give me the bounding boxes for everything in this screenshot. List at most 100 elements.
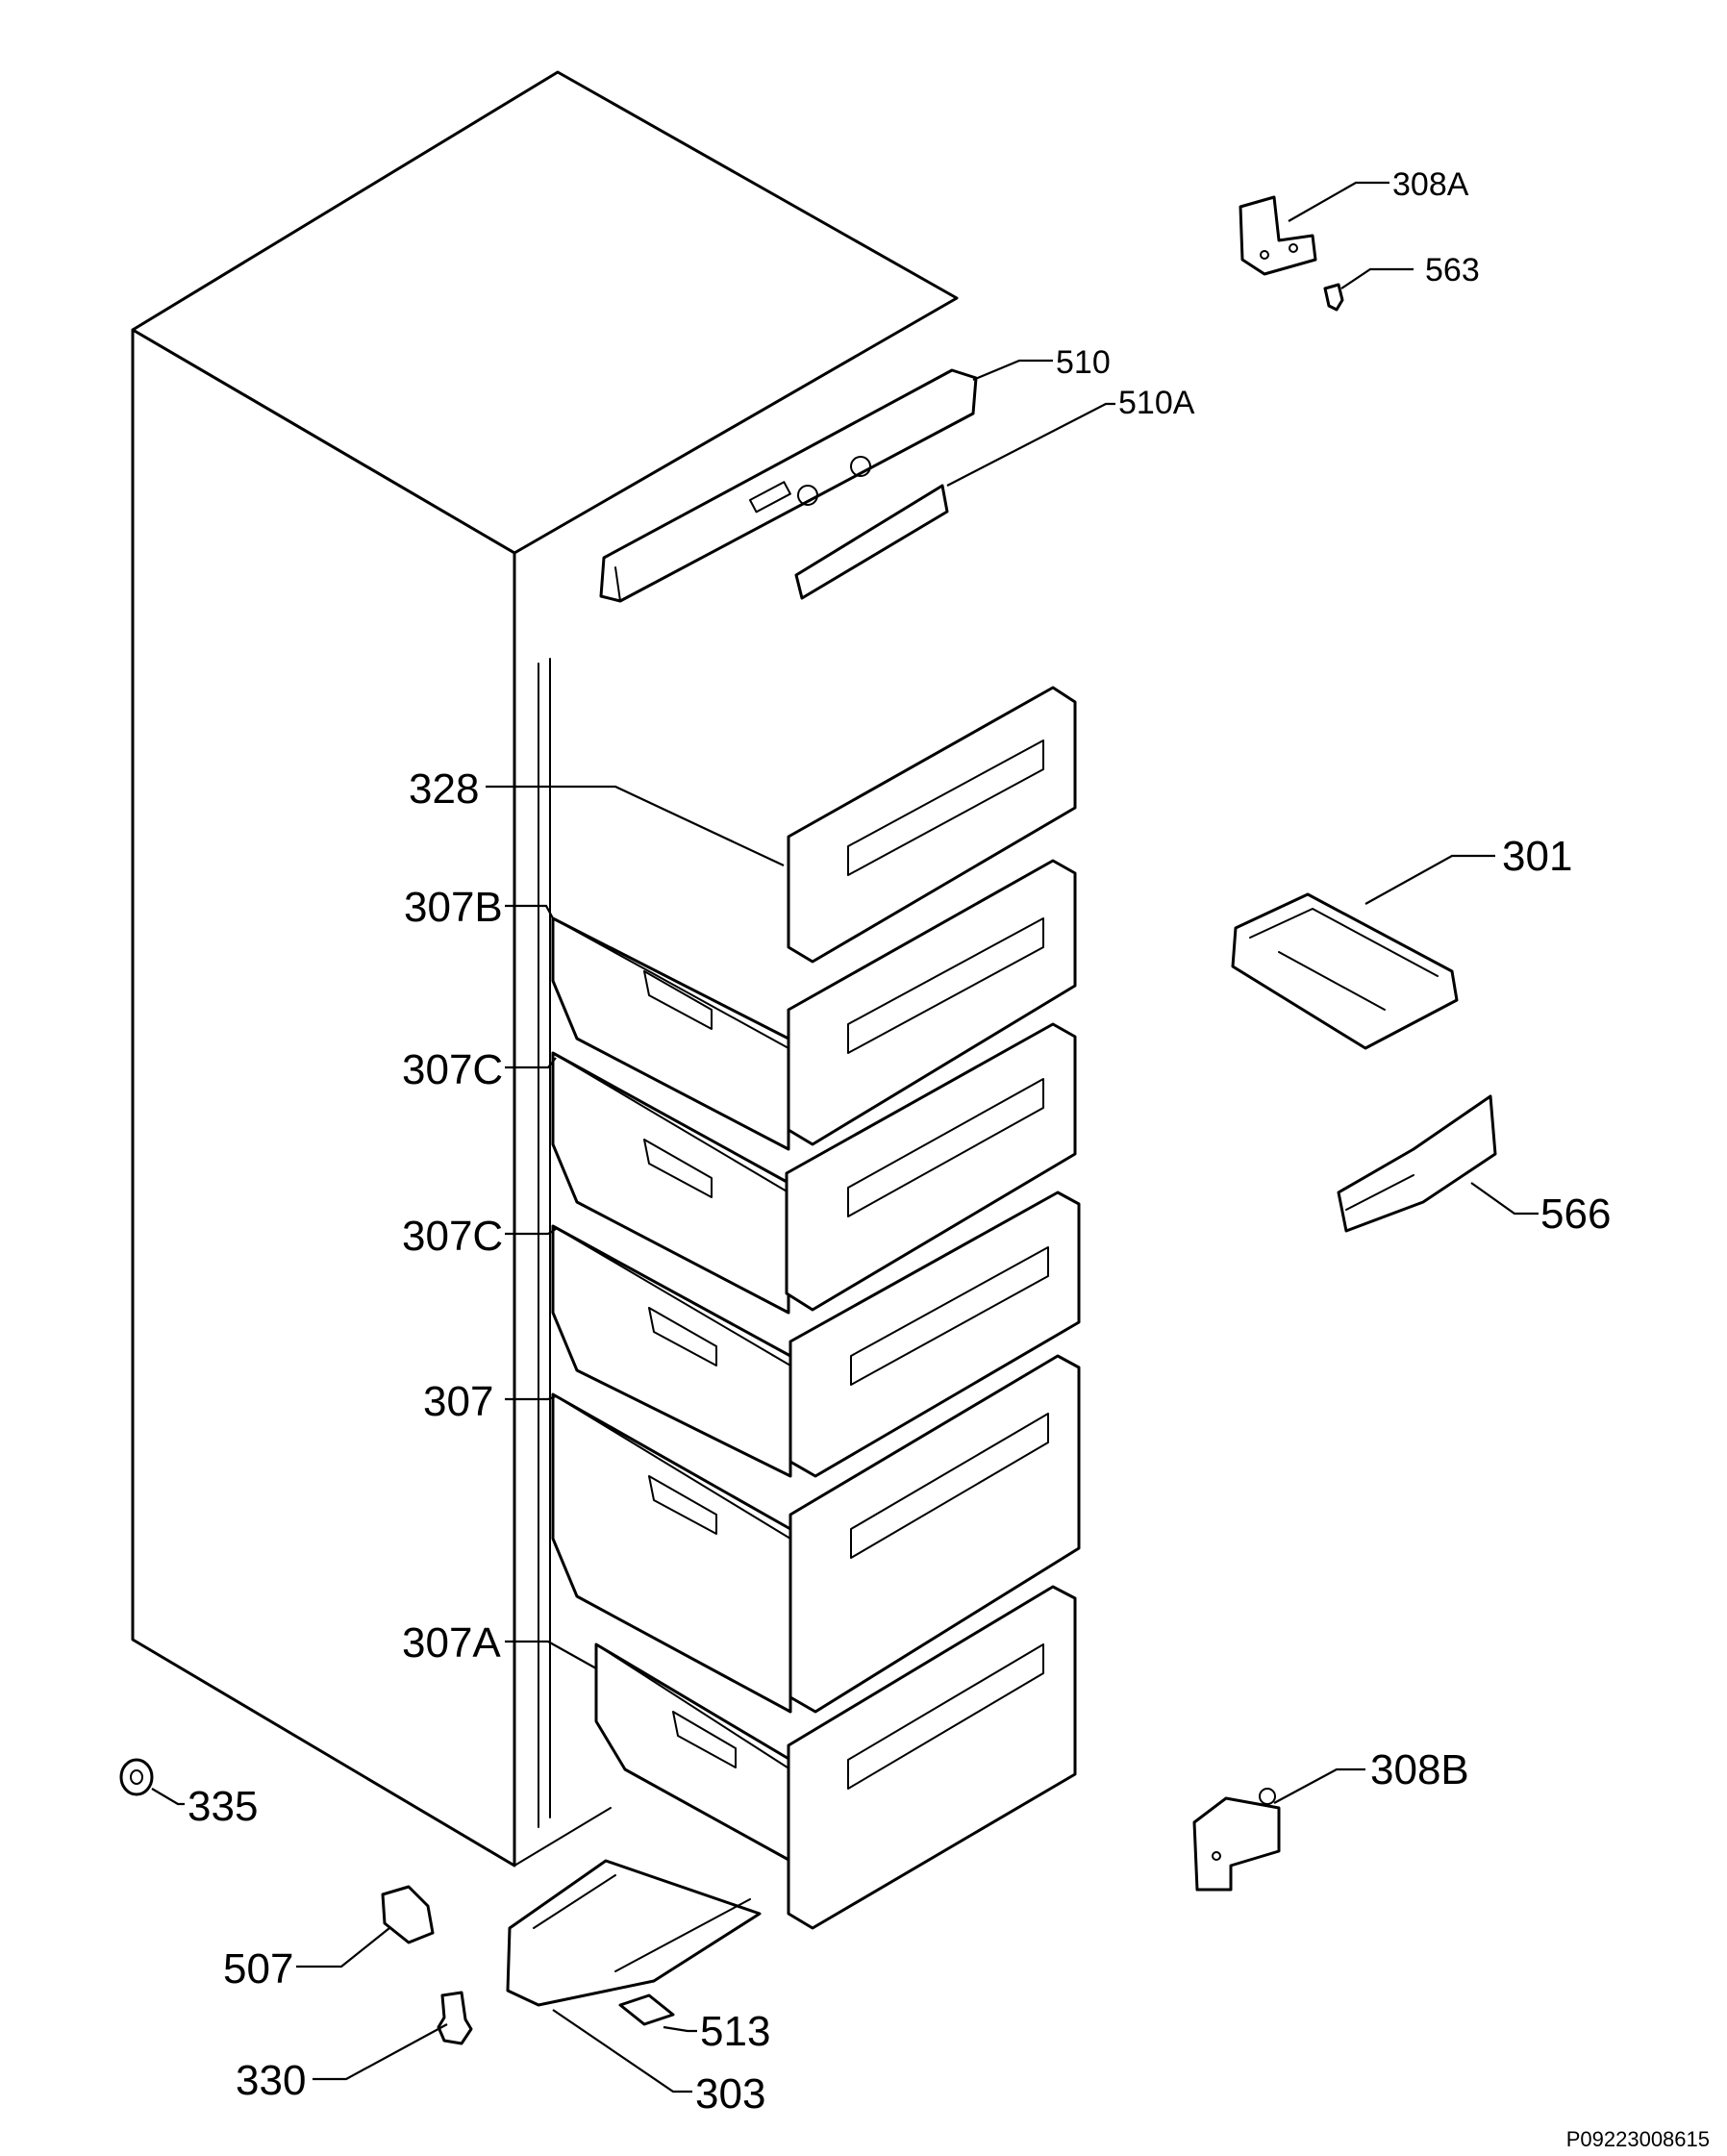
label-335: 335: [188, 1783, 258, 1830]
reference-number: P09223008615: [1566, 2127, 1710, 2151]
panel-display: [748, 481, 791, 514]
ice-scoop-566: [1337, 1094, 1497, 1233]
label-301: 301: [1502, 833, 1572, 880]
hinge-hole: [1212, 1851, 1221, 1861]
leader-303: [552, 2009, 692, 2093]
label-308b: 308B: [1370, 1746, 1469, 1793]
label-303: 303: [695, 2070, 765, 2118]
tray-303: [506, 1859, 762, 2007]
drawer-handle: [648, 1475, 717, 1535]
drawer-bin-307c: [551, 1224, 792, 1478]
drawer-handle-recess: [850, 1246, 1049, 1386]
drawer-front-307c-2: [788, 1191, 1081, 1478]
drawer-rim: [595, 1643, 791, 1770]
ice-tray-divider: [1278, 951, 1386, 1011]
cabinet: [131, 70, 959, 1868]
cap-335: [119, 1758, 154, 1796]
label-513: 513: [700, 2008, 770, 2055]
label-308a: 308A: [1392, 166, 1469, 203]
cap: [119, 1758, 154, 1796]
drawer-rim: [552, 1052, 789, 1193]
hinge-hole: [1289, 243, 1298, 253]
panel-edge: [614, 566, 621, 602]
leader-307a: [505, 1640, 597, 1669]
screw: [1323, 283, 1344, 312]
leader-513: [663, 2025, 697, 2033]
drawer-307c-1: [551, 1022, 1077, 1315]
drawer-handle: [648, 1307, 717, 1366]
drawer-307: [551, 1354, 1081, 1714]
ice-tray-rim: [1249, 908, 1439, 977]
tray-edge: [614, 1898, 751, 1972]
hinge-plate: [1239, 195, 1317, 276]
leader-301: [1364, 854, 1495, 905]
hinge-308b: [1192, 1788, 1281, 1892]
drawer-handle-recess: [847, 917, 1044, 1054]
drawer-front-307b: [787, 859, 1077, 1146]
label-307b: 307B: [404, 884, 503, 931]
hinge-plate-b: [1192, 1796, 1281, 1892]
tray-edge: [533, 1874, 616, 1929]
label-307c-1: 307C: [402, 1046, 503, 1093]
ice-tray: [1231, 892, 1459, 1050]
label-307c-2: 307C: [402, 1213, 503, 1260]
drawer-handle-recess: [850, 1413, 1049, 1559]
panel-cover-510a: [794, 484, 949, 600]
control-panel-housing: [599, 368, 978, 603]
leader-566: [1470, 1182, 1539, 1216]
drawer-rim: [552, 1393, 791, 1540]
label-307a: 307A: [402, 1619, 501, 1667]
drawer-top-328-front: [787, 686, 1077, 964]
leader-330: [313, 2023, 448, 2081]
label-566: 566: [1540, 1191, 1611, 1238]
leader-335: [151, 1788, 185, 1806]
bottom-tray-303: [506, 1859, 762, 2007]
slider-513: [618, 1993, 675, 2026]
drawer-rim: [552, 917, 789, 1049]
drawer-front-307c: [785, 1022, 1077, 1312]
leader-lines: [151, 181, 1539, 2093]
drawer-bin-307a: [594, 1642, 792, 1863]
label-563: 563: [1425, 252, 1480, 288]
leader-563: [1340, 267, 1414, 289]
drawer-bin-307: [551, 1392, 792, 1714]
drawer-307c-2: [551, 1191, 1081, 1478]
cabinet-bottom-edge: [513, 1807, 612, 1867]
clip-507: [381, 1885, 435, 1944]
leader-507: [296, 1927, 390, 1968]
drawer-front-307: [788, 1354, 1081, 1714]
leader-510: [972, 359, 1053, 382]
hinge-hole: [1260, 250, 1269, 260]
label-510: 510: [1056, 344, 1111, 381]
drawer-bin-307c: [551, 1051, 790, 1315]
drawer-bin-307b: [551, 916, 790, 1151]
ice-scoop-groove: [1345, 1174, 1414, 1211]
leader-308b: [1273, 1767, 1365, 1804]
leader-307b: [505, 904, 554, 919]
drawer-307b: [551, 859, 1077, 1151]
drawer-rim: [552, 1225, 791, 1366]
screw-563: [1323, 283, 1344, 312]
slider: [618, 1993, 675, 2026]
foot-screw: [437, 1991, 473, 2045]
drawer-handle: [643, 1139, 713, 1198]
drawer-handle-recess: [847, 740, 1044, 876]
drawer-handle: [672, 1711, 737, 1768]
drawer-handle-recess: [847, 1078, 1044, 1217]
label-330: 330: [236, 2057, 306, 2104]
part-labels: 308A 563 510 510A 328 307B 307C 307C 307…: [188, 166, 1710, 2151]
leader-307c-2: [505, 1228, 557, 1236]
drawer-front-328: [787, 686, 1077, 964]
clip: [381, 1885, 435, 1944]
label-328: 328: [409, 765, 479, 813]
cap-inner: [130, 1769, 143, 1785]
drawer-front-307a: [787, 1585, 1077, 1930]
drawer-307a: [594, 1585, 1077, 1930]
leader-328: [486, 785, 785, 866]
hinge-308a: [1239, 195, 1317, 276]
drawer-handle-recess: [847, 1643, 1044, 1790]
leader-308a: [1288, 181, 1389, 222]
panel-knob: [797, 485, 818, 506]
